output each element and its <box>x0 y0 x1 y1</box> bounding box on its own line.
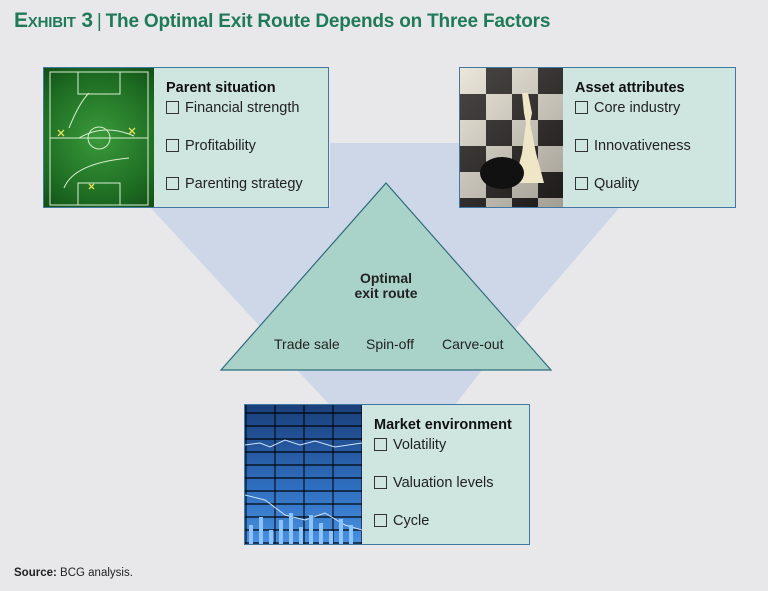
checkbox-icon <box>575 177 588 190</box>
parent-heading: Parent situation <box>166 80 276 96</box>
market-item: Cycle <box>374 511 512 530</box>
checkbox-icon <box>166 177 179 190</box>
triangle-heading-line2: exit route <box>354 285 418 301</box>
item-label: Financial strength <box>185 99 300 116</box>
checkbox-icon <box>374 476 387 489</box>
option-carve-out: Carve-out <box>442 336 504 352</box>
source-text: BCG analysis. <box>60 567 133 579</box>
checkbox-icon <box>374 438 387 451</box>
asset-heading: Asset attributes <box>575 80 685 96</box>
market-item: Valuation levels <box>374 473 512 492</box>
market-environment-box: Market environment Volatility Valuation … <box>244 404 530 545</box>
exit-route-triangle <box>219 182 553 371</box>
title-separator: | <box>96 11 102 32</box>
source-note: Source: BCG analysis. <box>14 567 133 579</box>
parent-item: Profitability <box>166 136 303 155</box>
checkbox-icon <box>575 139 588 152</box>
stock-chart-icon <box>245 439 362 544</box>
checkbox-icon <box>166 139 179 152</box>
market-item: Volatility <box>374 435 512 454</box>
chess-pieces-icon <box>480 93 544 189</box>
parent-item: Parenting strategy <box>166 174 303 193</box>
triangle-heading: Optimal exit route <box>336 271 436 301</box>
option-spin-off: Spin-off <box>366 336 414 352</box>
chess-image <box>460 68 563 207</box>
item-label: Core industry <box>594 99 681 116</box>
item-label: Cycle <box>393 512 430 529</box>
title-text: The Optimal Exit Route Depends on Three … <box>105 11 551 32</box>
asset-item: Innovativeness <box>575 136 691 155</box>
parent-situation-box: Parent situation Financial strength Prof… <box>43 67 329 208</box>
exhibit-title: Exhibit 3|The Optimal Exit Route Depends… <box>14 9 550 33</box>
item-label: Profitability <box>185 137 256 154</box>
item-label: Valuation levels <box>393 474 494 491</box>
bottom-funnel <box>297 370 482 405</box>
asset-item: Core industry <box>575 98 691 117</box>
exhibit-number: Exhibit 3 <box>14 9 93 32</box>
triangle-heading-line1: Optimal <box>359 270 413 286</box>
checkbox-icon <box>374 514 387 527</box>
checkbox-icon <box>575 101 588 114</box>
source-label: Source: <box>14 567 57 579</box>
asset-attributes-box: Asset attributes Core industry Innovativ… <box>459 67 736 208</box>
soccer-tactics-image <box>44 68 154 207</box>
item-label: Innovativeness <box>594 137 691 154</box>
item-label: Parenting strategy <box>185 175 303 192</box>
stock-ticker-image <box>245 405 362 544</box>
asset-item: Quality <box>575 174 691 193</box>
market-heading: Market environment <box>374 417 512 433</box>
item-label: Volatility <box>393 436 447 453</box>
option-trade-sale: Trade sale <box>274 336 340 352</box>
soccer-pitch-icon <box>49 71 149 206</box>
parent-item: Financial strength <box>166 98 303 117</box>
item-label: Quality <box>594 175 640 192</box>
checkbox-icon <box>166 101 179 114</box>
